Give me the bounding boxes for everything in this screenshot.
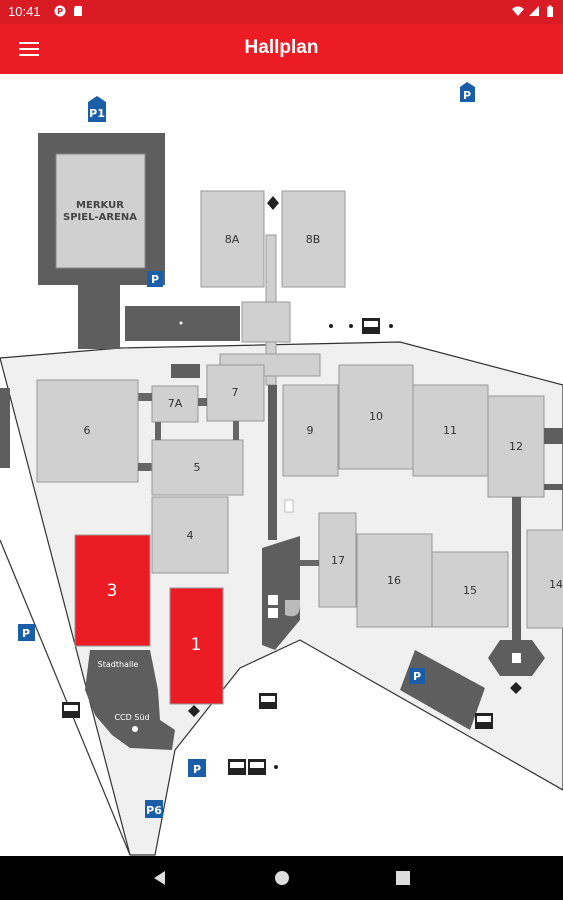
- hall-8a-label: 8A: [225, 233, 240, 246]
- hall-7-label: 7: [232, 386, 239, 399]
- hall-17-label: 17: [331, 554, 345, 567]
- entrance-nord[interactable]: [241, 301, 291, 343]
- hall-5[interactable]: [151, 439, 244, 496]
- arena-label-line2: SPIEL-ARENA: [63, 212, 137, 223]
- stadthalle[interactable]: [85, 650, 175, 750]
- parking-p6-label: P6: [146, 804, 162, 817]
- hall-7[interactable]: [206, 364, 265, 422]
- hall-15[interactable]: [431, 551, 509, 628]
- arena-inner[interactable]: [55, 153, 146, 269]
- hall-9-label: 9: [307, 424, 314, 437]
- ccd-sued-label: CCD Süd: [114, 713, 149, 722]
- hall-1[interactable]: [169, 587, 224, 705]
- parking-p-arena[interactable]: P: [147, 271, 163, 287]
- entrance-sued[interactable]: [262, 536, 300, 650]
- hall-4[interactable]: [151, 496, 229, 574]
- back-icon[interactable]: [150, 868, 170, 888]
- hall-12[interactable]: [487, 395, 545, 498]
- hall-8b[interactable]: [281, 190, 346, 288]
- hall-14-label: 14: [549, 578, 563, 591]
- parking-p1-label: P1: [89, 107, 105, 120]
- bus-stop-icon: [248, 759, 266, 775]
- hall-10-label: 10: [369, 410, 383, 423]
- menu-icon[interactable]: [18, 38, 40, 60]
- hall-3-label: 3: [107, 581, 118, 601]
- svg-text:P: P: [193, 763, 201, 776]
- system-nav-bar: [0, 856, 563, 900]
- hall-7a[interactable]: [151, 385, 199, 423]
- svg-text:P: P: [57, 7, 63, 16]
- svg-text:P: P: [151, 273, 159, 286]
- arena-label-line1: MERKUR: [76, 200, 124, 211]
- svg-text:P: P: [413, 670, 421, 683]
- hall-1-label: 1: [191, 635, 202, 655]
- bus-stop-icon: [362, 318, 380, 334]
- hall-11-label: 11: [443, 424, 457, 437]
- hall-4-label: 4: [187, 529, 194, 542]
- recents-icon[interactable]: [393, 868, 413, 888]
- svg-text:P: P: [22, 627, 30, 640]
- hall-12-label: 12: [509, 440, 523, 453]
- hall-6-label: 6: [84, 424, 91, 437]
- parking-p1[interactable]: P1: [88, 96, 106, 122]
- battery-icon: [547, 5, 553, 17]
- hall-6[interactable]: [36, 379, 139, 483]
- hall-16-label: 16: [387, 574, 401, 587]
- parking-p-west[interactable]: P: [18, 624, 35, 641]
- congress-building: [125, 306, 240, 341]
- hall-map[interactable]: MERKUR SPIEL-ARENA 8A 8B 7 7A 6 5: [0, 74, 563, 856]
- hall-14[interactable]: [526, 529, 563, 629]
- hall-10[interactable]: [338, 364, 414, 470]
- notification-icon: P: [54, 5, 66, 17]
- status-time: 10:41: [8, 4, 41, 19]
- entrance-marker-hall1: [188, 705, 200, 717]
- home-icon[interactable]: [272, 868, 292, 888]
- arena-entrance: [78, 285, 120, 349]
- hall-9[interactable]: [282, 384, 339, 477]
- bus-stop-icon: [228, 759, 246, 775]
- entrance-marker-north: [267, 196, 279, 210]
- page-title: Hallplan: [244, 37, 319, 58]
- hall-3[interactable]: [74, 534, 151, 647]
- bus-stop-icon: [62, 702, 80, 718]
- parking-p-garage[interactable]: P: [409, 668, 425, 684]
- parking-p6[interactable]: P6: [145, 800, 163, 818]
- sd-card-icon: [74, 6, 82, 16]
- hall-5-label: 5: [194, 461, 201, 474]
- app-bar: Hallplan: [0, 24, 563, 74]
- signal-icon: [529, 6, 539, 16]
- hall-16[interactable]: [356, 533, 433, 628]
- hall-17[interactable]: [318, 512, 357, 608]
- bus-stop-icon: [475, 713, 493, 729]
- wifi-icon: [512, 6, 524, 16]
- parking-p-south[interactable]: P: [188, 759, 206, 777]
- stadthalle-label: Stadthalle: [98, 660, 139, 669]
- hall-15-label: 15: [463, 584, 477, 597]
- parking-p-top-right[interactable]: P: [460, 82, 475, 102]
- status-bar: 10:41 P: [0, 0, 563, 24]
- hall-8a[interactable]: [200, 190, 265, 288]
- svg-text:P: P: [463, 89, 471, 102]
- hall-7a-label: 7A: [168, 397, 183, 410]
- bus-stop-icon: [259, 693, 277, 709]
- hall-11[interactable]: [412, 384, 489, 477]
- hall-8b-label: 8B: [306, 233, 321, 246]
- hall-map-svg[interactable]: MERKUR SPIEL-ARENA 8A 8B 7 7A 6 5: [0, 74, 563, 856]
